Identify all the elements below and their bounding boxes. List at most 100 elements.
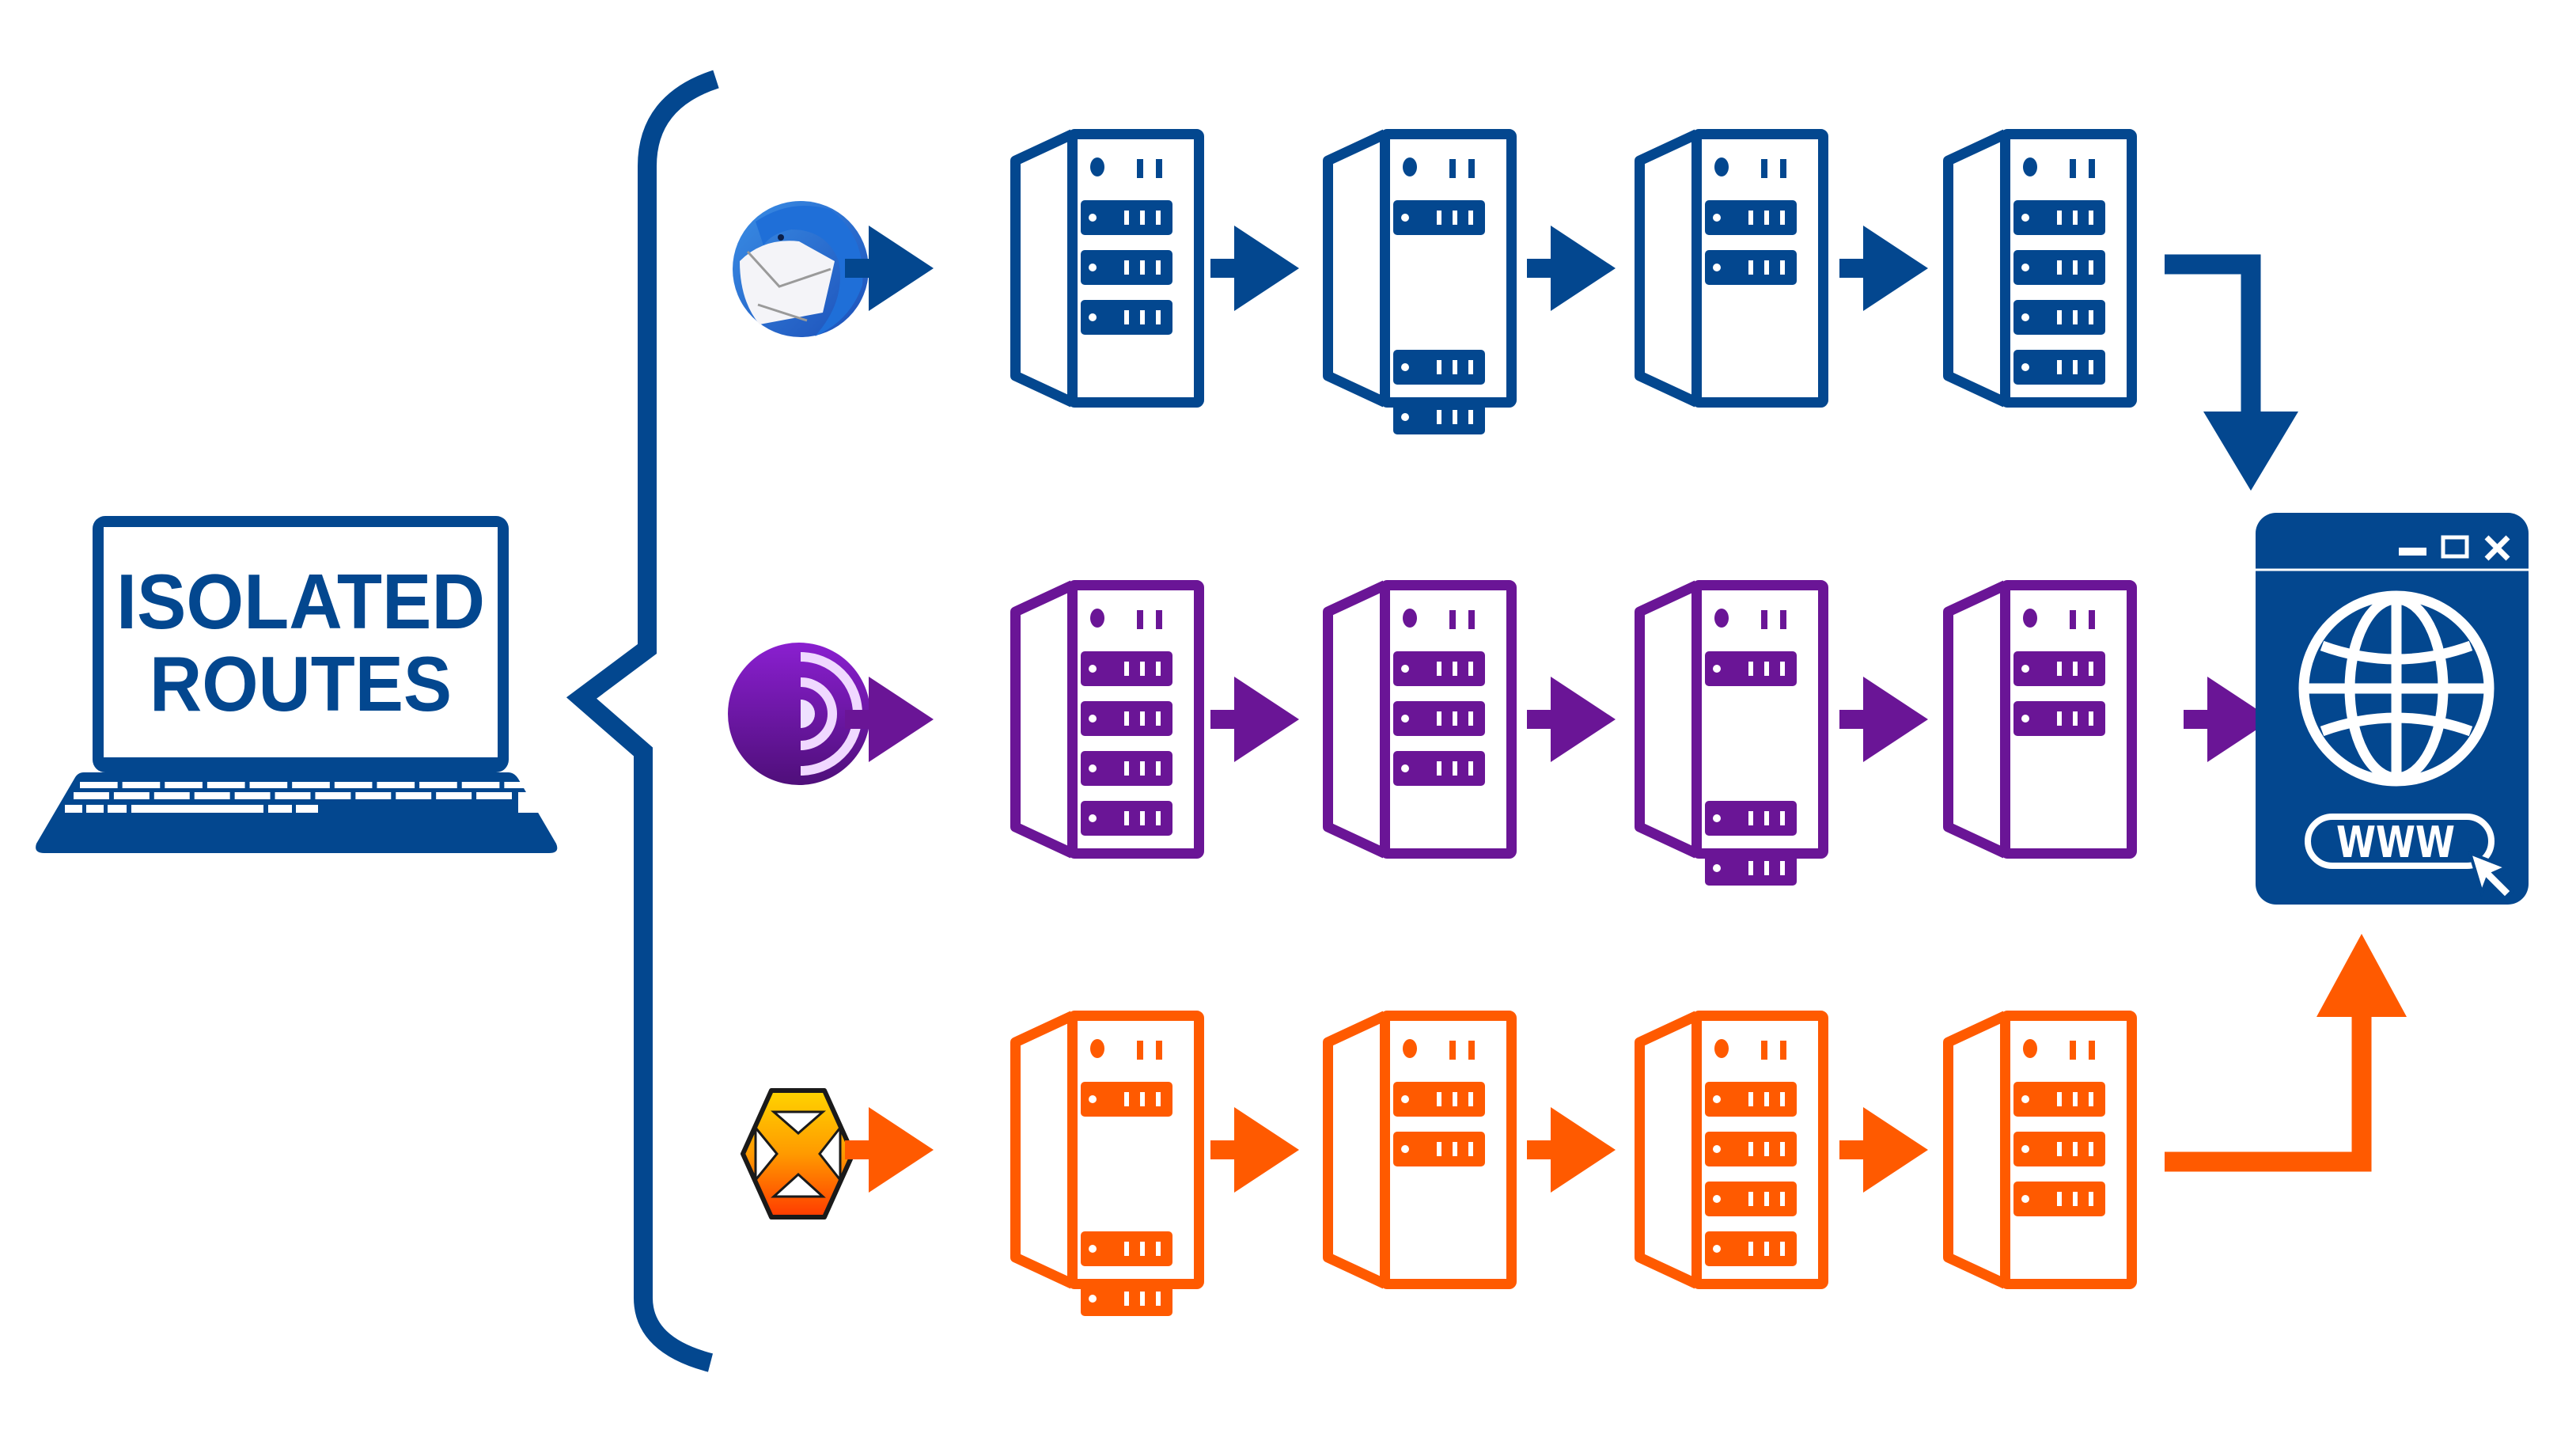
status-bar (1137, 610, 1143, 629)
status-bar (1137, 1041, 1143, 1060)
server-side-panel (1010, 129, 1075, 408)
drive-bay (1705, 1182, 1797, 1216)
hexchat-icon (741, 1088, 855, 1220)
drive-bay (1081, 751, 1172, 786)
drive-bay (1705, 851, 1797, 886)
server-icon (1943, 1011, 2137, 1289)
keyboard-key (396, 792, 432, 799)
server-icon (1323, 580, 1517, 859)
server-side-panel (1943, 1011, 2008, 1289)
server-front-panel (1691, 1011, 1828, 1289)
arrow-right-icon (1839, 226, 1928, 311)
server-side-panel (1635, 580, 1699, 859)
drive-bay (1081, 651, 1172, 686)
address-label: WWW (2336, 817, 2455, 867)
power-led-icon (1090, 157, 1104, 176)
browser-window-icon: WWW (2256, 513, 2529, 905)
arrow-right-icon (1210, 226, 1299, 311)
keyboard-key (436, 792, 472, 799)
arrow-right-icon (845, 677, 934, 762)
drive-bay (2013, 1182, 2105, 1216)
keyboard-key (80, 782, 118, 788)
power-led-icon (1090, 1039, 1104, 1058)
server-side-panel (1943, 129, 2008, 408)
keyboard-key (518, 792, 544, 813)
drive-bay (1393, 1082, 1485, 1117)
server-side-panel (1323, 1011, 1388, 1289)
server-side-panel (1943, 580, 2008, 859)
drive-bay (2013, 1082, 2105, 1117)
route-hexchat (845, 1011, 2137, 1316)
keyboard-key (377, 782, 415, 788)
drive-bay (1393, 701, 1485, 736)
server-icon (1943, 580, 2137, 859)
thunderbird-icon (733, 201, 869, 337)
server-icon (1010, 1011, 1204, 1316)
arrow-right-icon (1210, 677, 1299, 762)
power-led-icon (1714, 157, 1729, 176)
keyboard-key (65, 805, 82, 813)
drive-bay (1081, 1082, 1172, 1117)
server-icon (1323, 129, 1517, 434)
drive-bay (1705, 1082, 1797, 1117)
keyboard-key (334, 782, 373, 788)
keyboard-key (108, 805, 127, 813)
status-bar (1761, 1041, 1767, 1060)
power-led-icon (1403, 1039, 1417, 1058)
status-bar (1761, 159, 1767, 178)
drive-bay (2013, 1132, 2105, 1166)
status-bar (1761, 610, 1767, 629)
arrow-right-icon (1527, 677, 1616, 762)
drive-bay (1705, 801, 1797, 836)
server-side-panel (1635, 129, 1699, 408)
keyboard-key (504, 782, 542, 788)
laptop-icon: ISOLATED ROUTES (36, 516, 558, 853)
status-bar (1156, 1041, 1162, 1060)
server-icon (1635, 1011, 1828, 1289)
keyboard-key (249, 782, 288, 788)
status-bar (1780, 159, 1786, 178)
server-icon (1943, 129, 2137, 408)
keyboard-key (292, 782, 330, 788)
drive-bay (1705, 200, 1797, 235)
status-bar (2089, 610, 2095, 629)
laptop-label-line-1: ISOLATED (116, 558, 485, 645)
drive-bay (2013, 200, 2105, 235)
route-thunderbird (845, 129, 2137, 434)
keyboard-key (315, 792, 351, 799)
status-bar (1137, 159, 1143, 178)
drive-bay (1393, 751, 1485, 786)
power-led-icon (1403, 609, 1417, 628)
status-bar (1156, 610, 1162, 629)
arrow-up-icon (2317, 934, 2407, 1017)
power-led-icon (1090, 609, 1104, 628)
arrow-right-icon (1210, 1107, 1299, 1193)
arrow-right-icon (1527, 1107, 1616, 1193)
keyboard-key (355, 792, 392, 799)
keyboard-key (461, 782, 500, 788)
server-side-panel (1635, 1011, 1699, 1289)
drive-bay (1393, 1132, 1485, 1166)
server-icon (1635, 580, 1828, 886)
keyboard-key (206, 782, 245, 788)
server-icon (1635, 129, 1828, 408)
route-tor-browser (845, 580, 2137, 886)
keyboard-key (153, 792, 190, 799)
status-bar (2070, 159, 2076, 178)
cursor-arrow-icon (2467, 850, 2514, 901)
server-front-panel (2000, 1011, 2137, 1289)
keyboard-key (476, 792, 512, 799)
curly-brace (566, 70, 719, 1372)
keyboard-key (275, 792, 311, 799)
arrow-right-icon (1839, 1107, 1928, 1193)
keyboard-key (165, 782, 203, 788)
drive-bay (1705, 1231, 1797, 1266)
server-front-panel (1691, 129, 1828, 408)
power-led-icon (1714, 609, 1729, 628)
arrow-down-icon (2203, 412, 2298, 491)
address-bar (2305, 814, 2495, 869)
status-bar (1780, 610, 1786, 629)
status-bar (2089, 1041, 2095, 1060)
routes-layer (845, 129, 2137, 1316)
